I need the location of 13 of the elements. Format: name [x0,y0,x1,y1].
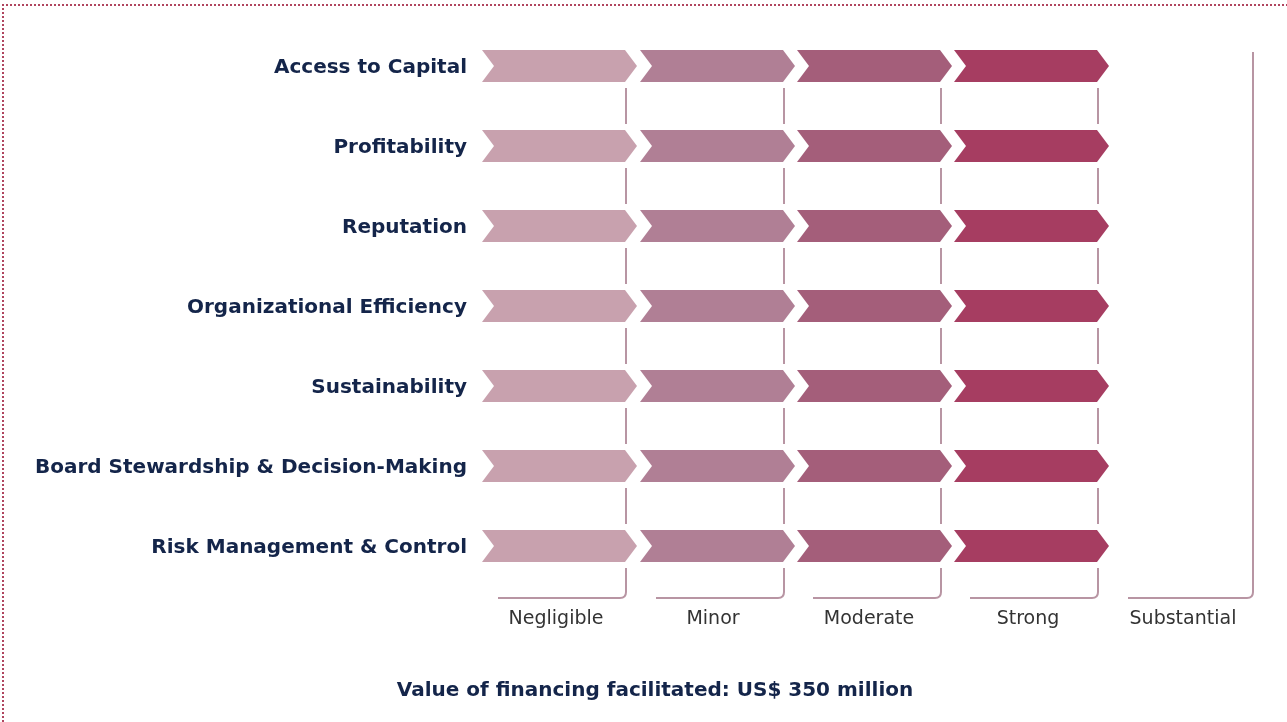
row-label: Profitability [333,134,467,158]
scale-label: Negligible [507,605,605,629]
scale-label: Substantial [1128,605,1238,629]
row-label: Sustainability [311,374,467,398]
row-label: Reputation [342,214,467,238]
row-label: Organizational Efficiency [187,294,467,318]
caption: Value of financing facilitated: US$ 350 million [395,677,915,701]
row-label: Access to Capital [273,54,467,78]
scale-label: Moderate [822,605,916,629]
row-label: Board Stewardship & Decision-Making [35,454,467,478]
scale-label: Strong [995,605,1061,629]
scale-label: Minor [685,605,741,629]
row-label: Risk Management & Control [151,534,467,558]
